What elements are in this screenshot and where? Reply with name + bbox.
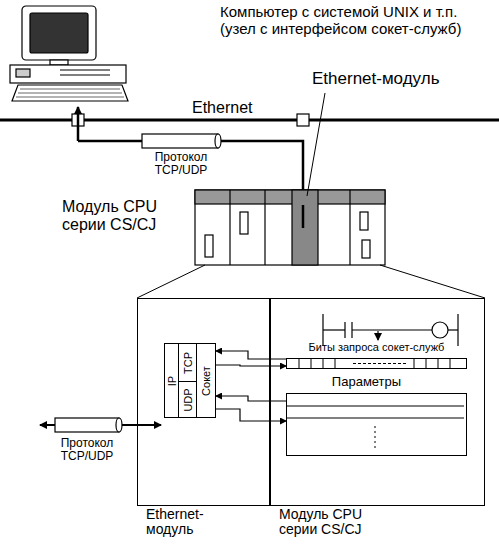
cable-symbol: [142, 134, 221, 148]
module-caption: Модуль CPU серии CS/CJ: [279, 507, 391, 538]
parameter-area: [286, 393, 467, 456]
stack-layer: UDP: [178, 381, 196, 417]
layer-name: UDP: [182, 388, 193, 411]
protocol-label: Протокол TCP/UDP: [46, 437, 128, 463]
module-label: Модуль CPU серии CS/CJ: [62, 198, 192, 233]
data-flow-arrow: [216, 409, 286, 421]
module-panel: Модуль CPU серии CS/CJБиты запроса сокет…: [270, 298, 485, 506]
cable-symbol: [55, 418, 122, 432]
layer-name: Сокет: [201, 366, 212, 396]
bit-ellipsis: [353, 363, 408, 364]
table-lines: [287, 394, 466, 455]
bit-divider: [438, 359, 439, 368]
data-flow-arrow: [216, 351, 286, 359]
module-caption: Ethernet-модуль: [146, 507, 218, 538]
bit-divider: [426, 359, 427, 368]
bit-row: [286, 358, 467, 369]
bit-cells: [287, 359, 466, 368]
bit-divider: [311, 359, 312, 368]
plc-rack: [195, 190, 385, 265]
tap-connector: [297, 114, 309, 126]
network-label: Ethernet: [192, 99, 252, 117]
parameter-table: Параметры: [286, 374, 467, 456]
stack-layer: TCP: [178, 344, 196, 381]
computer-caption: Компьютер с системой UNIX и т.п. (узел с…: [220, 4, 492, 37]
request-arrow: [377, 331, 378, 340]
comm-path: [77, 107, 80, 141]
protocol-stack: IP TCP UDP Сокет: [164, 343, 216, 418]
stack-layer: IP: [165, 344, 178, 417]
table-row-line: [287, 418, 464, 419]
bit-divider: [450, 359, 451, 368]
table-ellipsis: [375, 426, 376, 450]
request-bits: Биты запроса сокет-служб: [286, 341, 467, 369]
layer-name: TCP: [182, 352, 193, 374]
layer-name: IP: [166, 375, 177, 385]
leader-line: [307, 93, 325, 196]
data-flow-arrow: [216, 365, 286, 366]
table-row-line: [287, 406, 464, 407]
zoom-line: [137, 265, 205, 298]
zoom-line: [380, 265, 485, 298]
bit-divider: [335, 359, 336, 368]
protocol-label: Протокол TCP/UDP: [140, 151, 222, 177]
callout-label: Ethernet-модуль: [312, 70, 440, 89]
bits-heading: Биты запроса сокет-служб: [286, 341, 467, 354]
bit-divider: [299, 359, 300, 368]
table-heading: Параметры: [286, 374, 467, 390]
module-panel: Ethernet-модульIPTCPUDPСокет: [137, 298, 270, 506]
bit-divider: [414, 359, 415, 368]
stack-layer: Сокет: [196, 344, 215, 417]
computer-illustration: [10, 6, 128, 101]
bit-divider: [323, 359, 324, 368]
data-flow-arrow: [216, 396, 286, 401]
